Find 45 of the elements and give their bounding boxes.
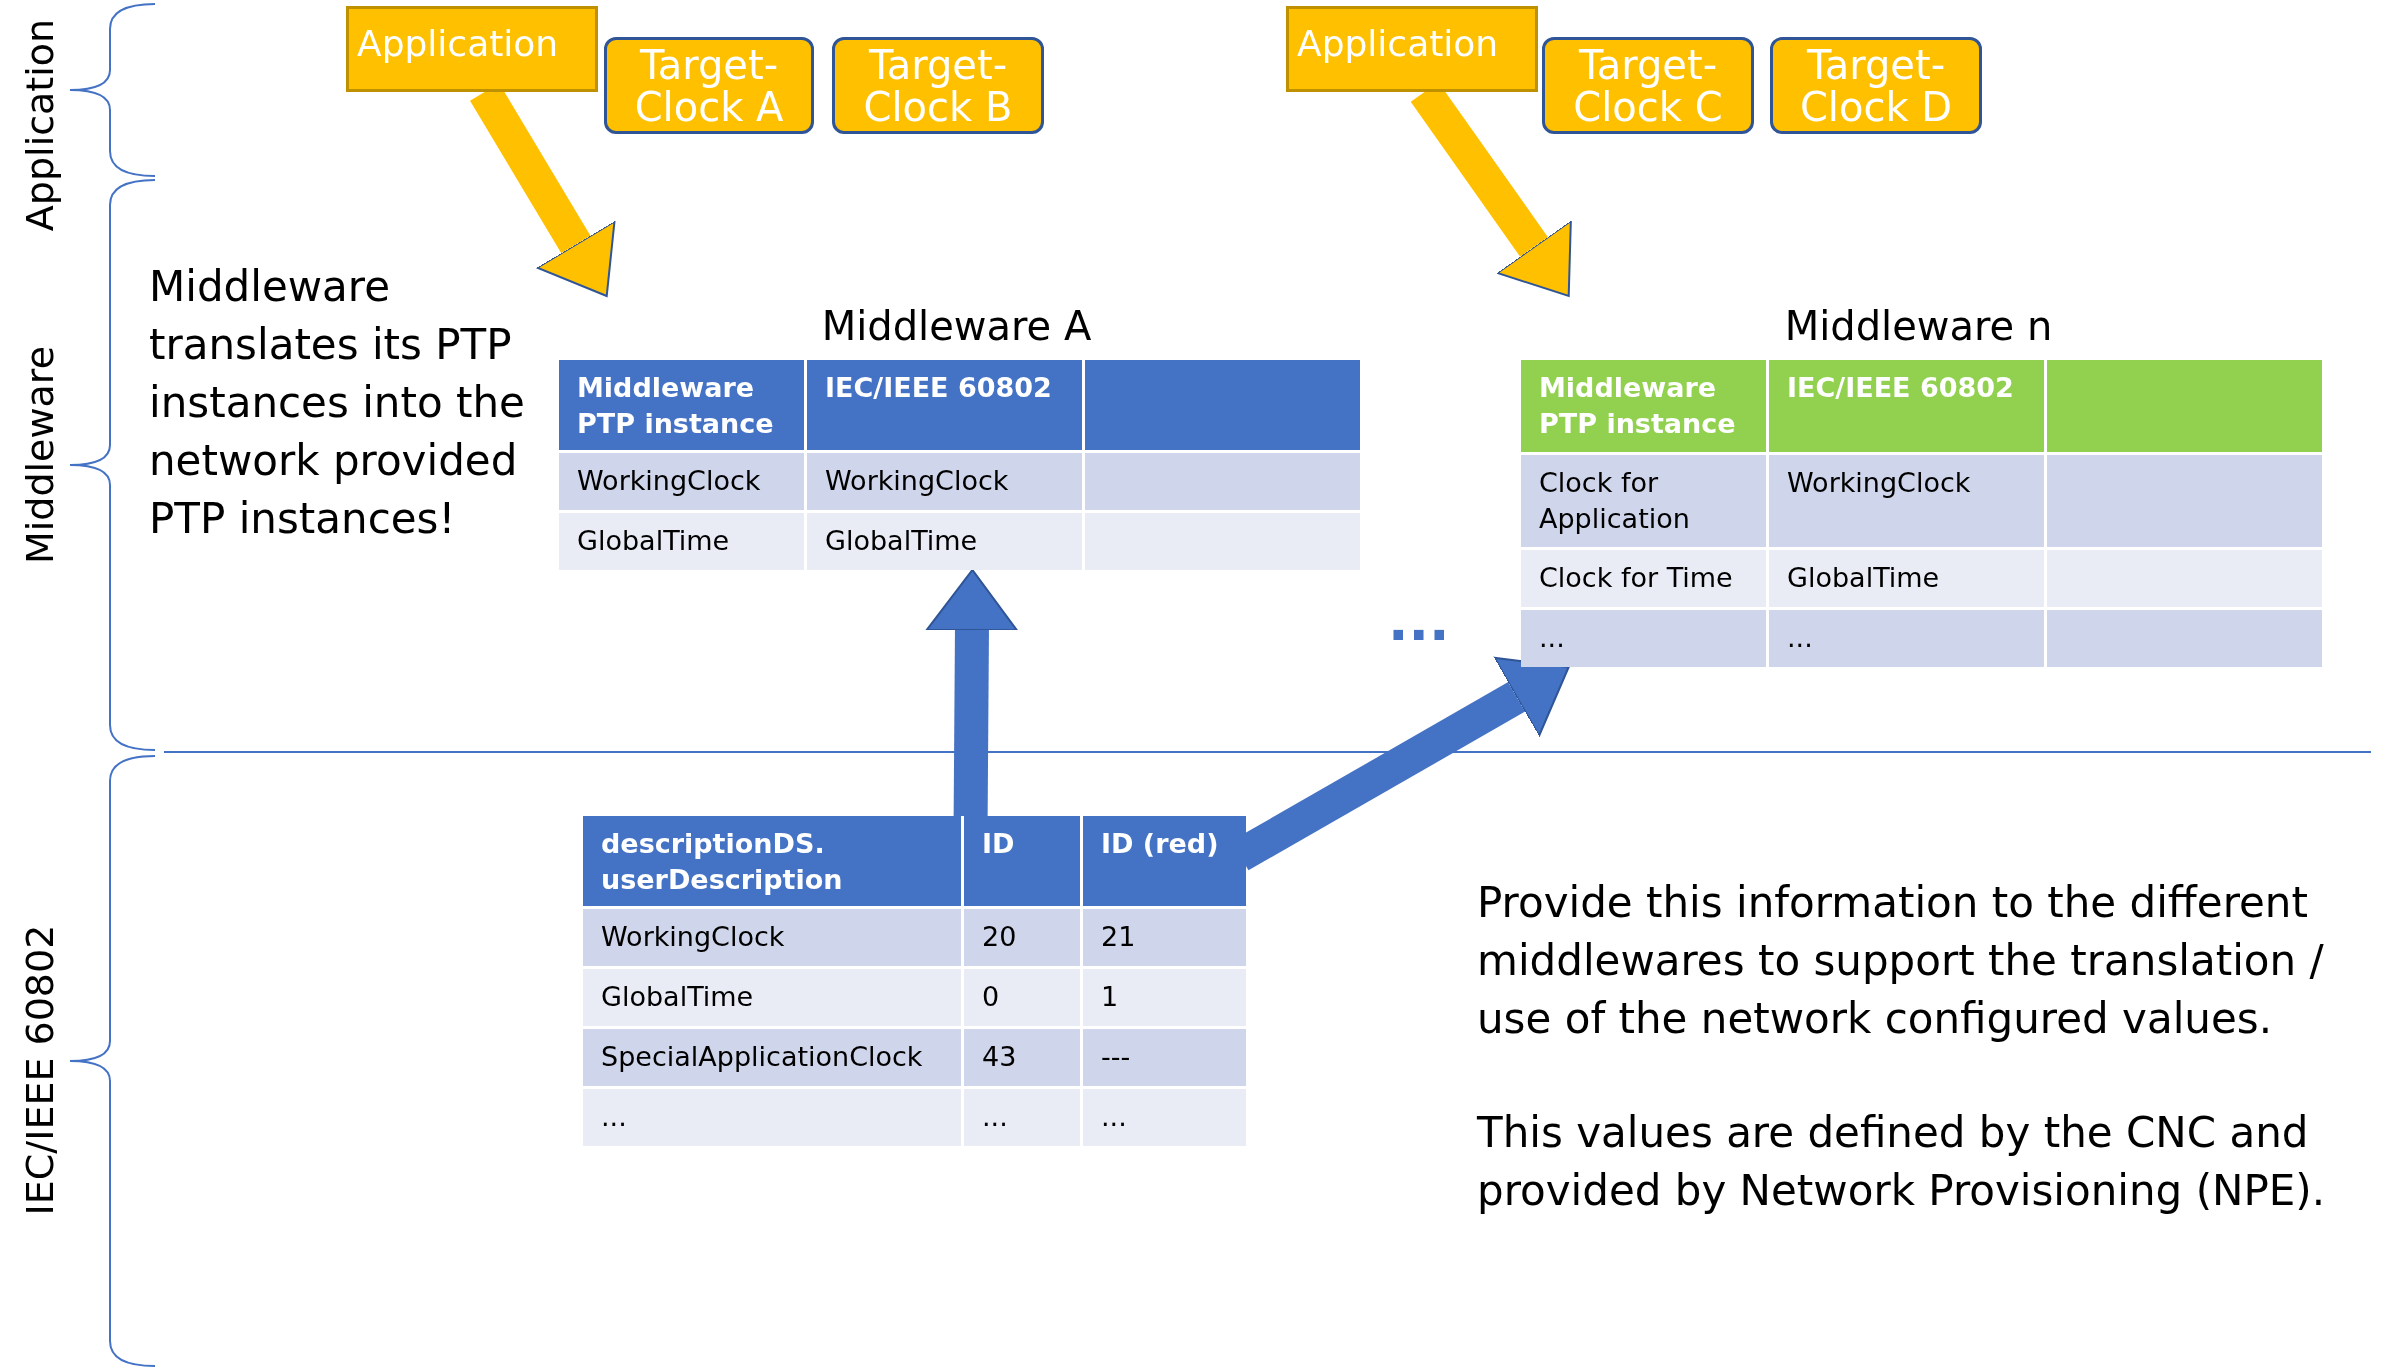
clock-box: Target-Clock A bbox=[604, 37, 814, 134]
table-entry: SpecialApplicationClock bbox=[583, 1029, 961, 1086]
table-title: Middleware n bbox=[1783, 302, 2054, 351]
layer-label: Middleware bbox=[18, 345, 63, 565]
table-entry: 21 bbox=[1083, 909, 1246, 966]
table-entry: WorkingClock bbox=[583, 909, 961, 966]
clock-box: Target-Clock C bbox=[1542, 37, 1754, 134]
table-entry: ... bbox=[583, 1089, 961, 1146]
ellipsis: ... bbox=[1388, 589, 1451, 655]
arrow bbox=[925, 569, 1018, 817]
column-header: IEC/IEEE 60802 bbox=[1769, 360, 2044, 452]
column-header: Middleware PTP instance bbox=[1521, 360, 1766, 452]
table-entry: GlobalTime bbox=[583, 969, 961, 1026]
note-text: This values are defined by the CNC and provided by Network Provisioning (NPE). bbox=[1477, 1107, 2327, 1217]
column-header: IEC/IEEE 60802 bbox=[807, 360, 1082, 450]
table-entry: WorkingClock bbox=[1769, 455, 2044, 547]
table-title: Middleware A bbox=[820, 302, 1093, 351]
table-entry: --- bbox=[1083, 1029, 1246, 1086]
table-entry: WorkingClock bbox=[807, 453, 1082, 510]
table-entry: ... bbox=[1083, 1089, 1246, 1146]
layer-label: Application bbox=[18, 18, 63, 232]
table-entry: Clock for Time bbox=[1521, 550, 1766, 607]
table-entry: WorkingClock bbox=[559, 453, 804, 510]
layer-label: IEC/IEEE 60802 bbox=[17, 924, 62, 1216]
table-entry: GlobalTime bbox=[807, 513, 1082, 570]
table-entry: 20 bbox=[964, 909, 1080, 966]
column-header: Middleware PTP instance bbox=[559, 360, 804, 450]
table-entry: GlobalTime bbox=[1769, 550, 2044, 607]
table-entry: 0 bbox=[964, 969, 1080, 1026]
table-entry: ... bbox=[1521, 610, 1766, 667]
table-entry: ... bbox=[964, 1089, 1080, 1146]
column-header: ID bbox=[964, 816, 1080, 906]
column-header: descriptionDS. userDescription bbox=[583, 816, 961, 906]
clock-box: Target-Clock D bbox=[1770, 37, 1982, 134]
clock-box: Target-Clock B bbox=[832, 37, 1044, 134]
table-entry: 43 bbox=[964, 1029, 1080, 1086]
table-entry: Clock for Application bbox=[1521, 455, 1766, 547]
table-entry: 1 bbox=[1083, 969, 1246, 1026]
table-entry: GlobalTime bbox=[559, 513, 804, 570]
note-text: Provide this information to the different middlewares to support the translation / use of the network configured values. bbox=[1477, 877, 2325, 1045]
column-header: ID (red) bbox=[1083, 816, 1246, 906]
table-entry: ... bbox=[1769, 610, 2044, 667]
application-box: Application bbox=[346, 6, 598, 92]
note-text: Middleware translates its PTP instances into the network provided PTP instances! bbox=[149, 261, 526, 545]
application-box: Application bbox=[1286, 6, 1538, 92]
